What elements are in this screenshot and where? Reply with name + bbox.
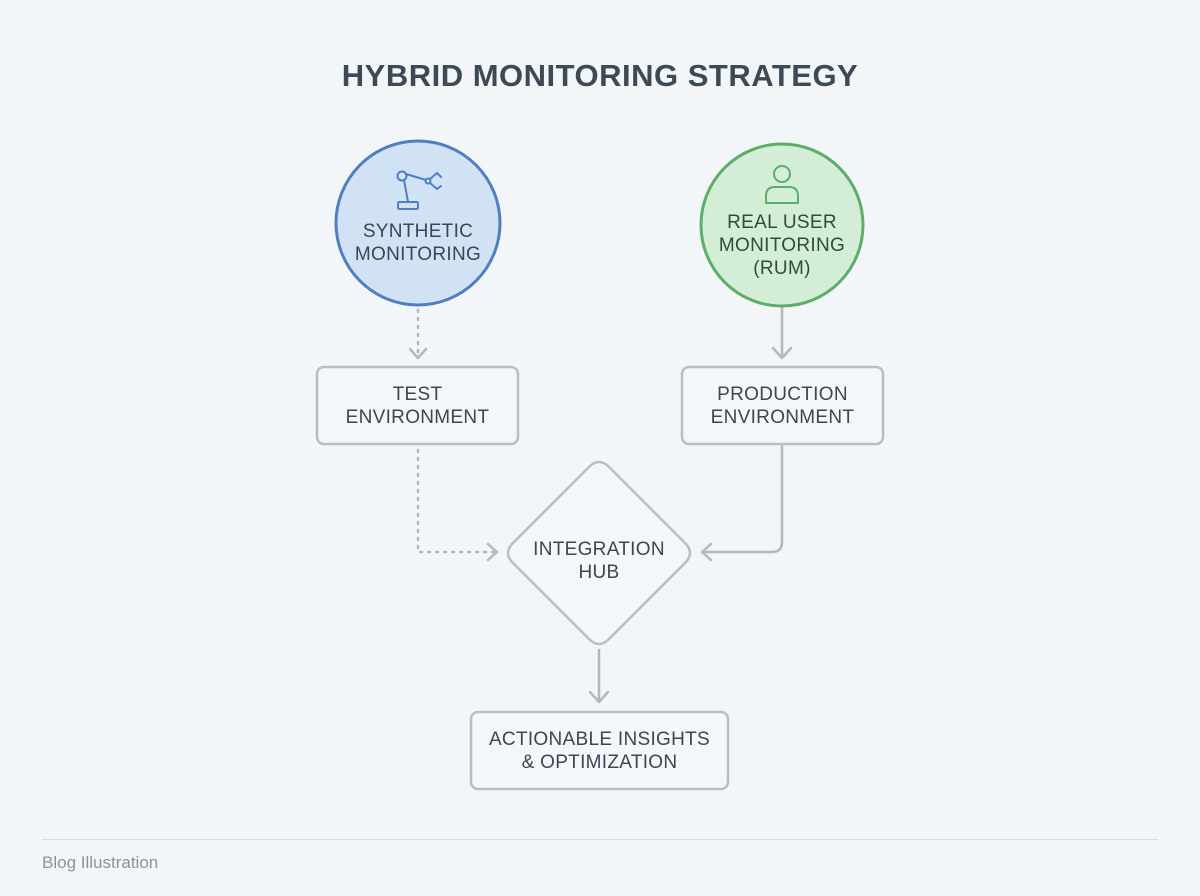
footer-divider [42, 839, 1158, 840]
test-environment-box [315, 365, 520, 446]
test-environment-label: TEST ENVIRONMENT [345, 384, 490, 428]
integration-hub-label: INTEGRATION HUB [533, 539, 665, 583]
insights-box [469, 710, 730, 791]
integration-hub-diamond [506, 460, 692, 646]
rum-node [699, 142, 865, 308]
production-environment-label: PRODUCTION ENVIRONMENT [710, 384, 855, 428]
synthetic-monitoring-node [334, 139, 502, 307]
arrowhead-test-to-hub [486, 542, 499, 562]
diagram-title: HYBRID MONITORING STRATEGY [341, 58, 859, 93]
insights-label: ACTIONABLE INSIGHTS & OPTIMIZATION [488, 729, 711, 773]
user-icon [765, 165, 799, 204]
arrowhead-prod-to-hub [700, 542, 713, 562]
arrowhead-hub-to-insights [588, 690, 610, 704]
arrowhead-rum-to-prod [771, 346, 793, 360]
footer-caption: Blog Illustration [42, 853, 159, 872]
connector-prod-to-hub [702, 444, 784, 554]
connector-test-to-hub [416, 448, 496, 554]
synthetic-monitoring-label: SYNTHETIC MONITORING [354, 221, 482, 265]
rum-label: REAL USER MONITORING (RUM) [718, 212, 846, 279]
production-environment-box [680, 365, 885, 446]
robot-arm-icon [396, 170, 442, 210]
arrowhead-synthetic-to-test [408, 347, 428, 360]
